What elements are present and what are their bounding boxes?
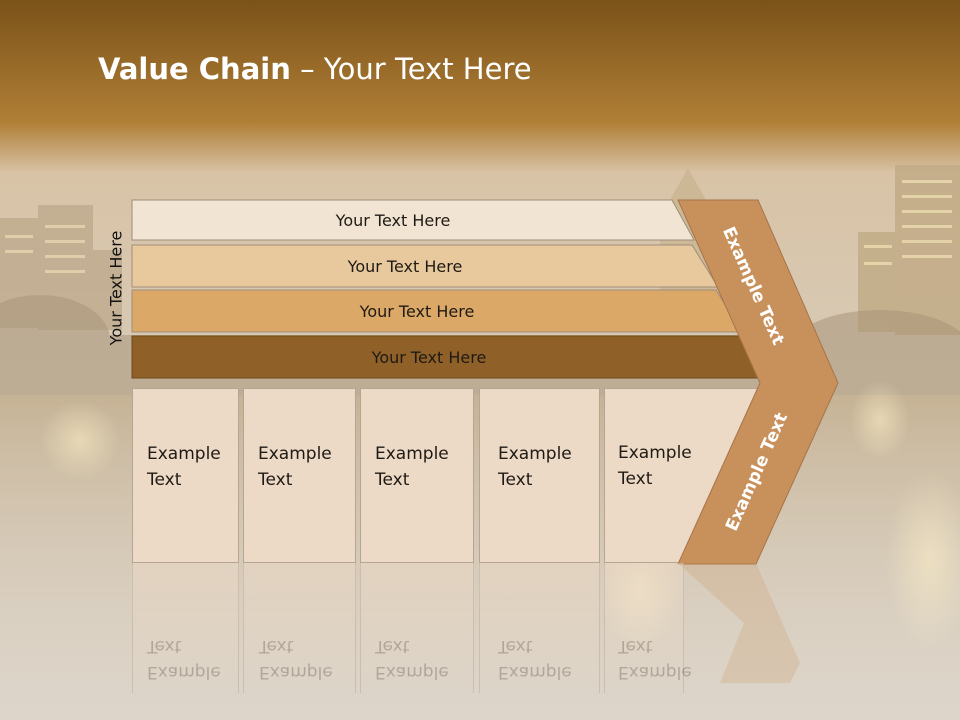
primary-box-1-label: Example Text (147, 444, 221, 490)
primary-box-4: Example Text (479, 388, 600, 563)
primary-box-2-label: Example Text (258, 444, 332, 490)
support-bar-4: Your Text Here (132, 336, 766, 378)
title-rest: – Your Text Here (290, 52, 532, 86)
primary-box-5: Example Text (604, 388, 704, 563)
support-bar-2: Your Text Here (132, 245, 718, 287)
support-bar-1-label: Your Text Here (335, 210, 451, 230)
reflection-box (132, 563, 239, 693)
title-bold: Value Chain (98, 52, 291, 86)
primary-box-5-label: Example Text (618, 443, 692, 489)
slide-title: Value Chain – Your Text Here (98, 52, 532, 86)
reflection-box (479, 563, 600, 693)
primary-box-2: Example Text (243, 388, 356, 563)
primary-box-3-label: Example Text (375, 444, 449, 490)
support-bar-1: Your Text Here (132, 200, 694, 240)
primary-box-4-label: Example Text (498, 444, 572, 490)
chevron-reflection (678, 563, 800, 683)
primary-box-1: Example Text (132, 388, 239, 563)
reflection-box (604, 563, 684, 693)
support-bar-2-label: Your Text Here (347, 256, 463, 276)
support-bar-3-label: Your Text Here (359, 301, 475, 321)
support-bar-4-label: Your Text Here (371, 347, 487, 367)
boxes-reflection: Example Text Example Text Example Text E… (0, 563, 960, 720)
primary-box-3: Example Text (360, 388, 474, 563)
support-bar-3: Your Text Here (132, 290, 742, 332)
reflection-box (243, 563, 356, 693)
reflection-box (360, 563, 474, 693)
